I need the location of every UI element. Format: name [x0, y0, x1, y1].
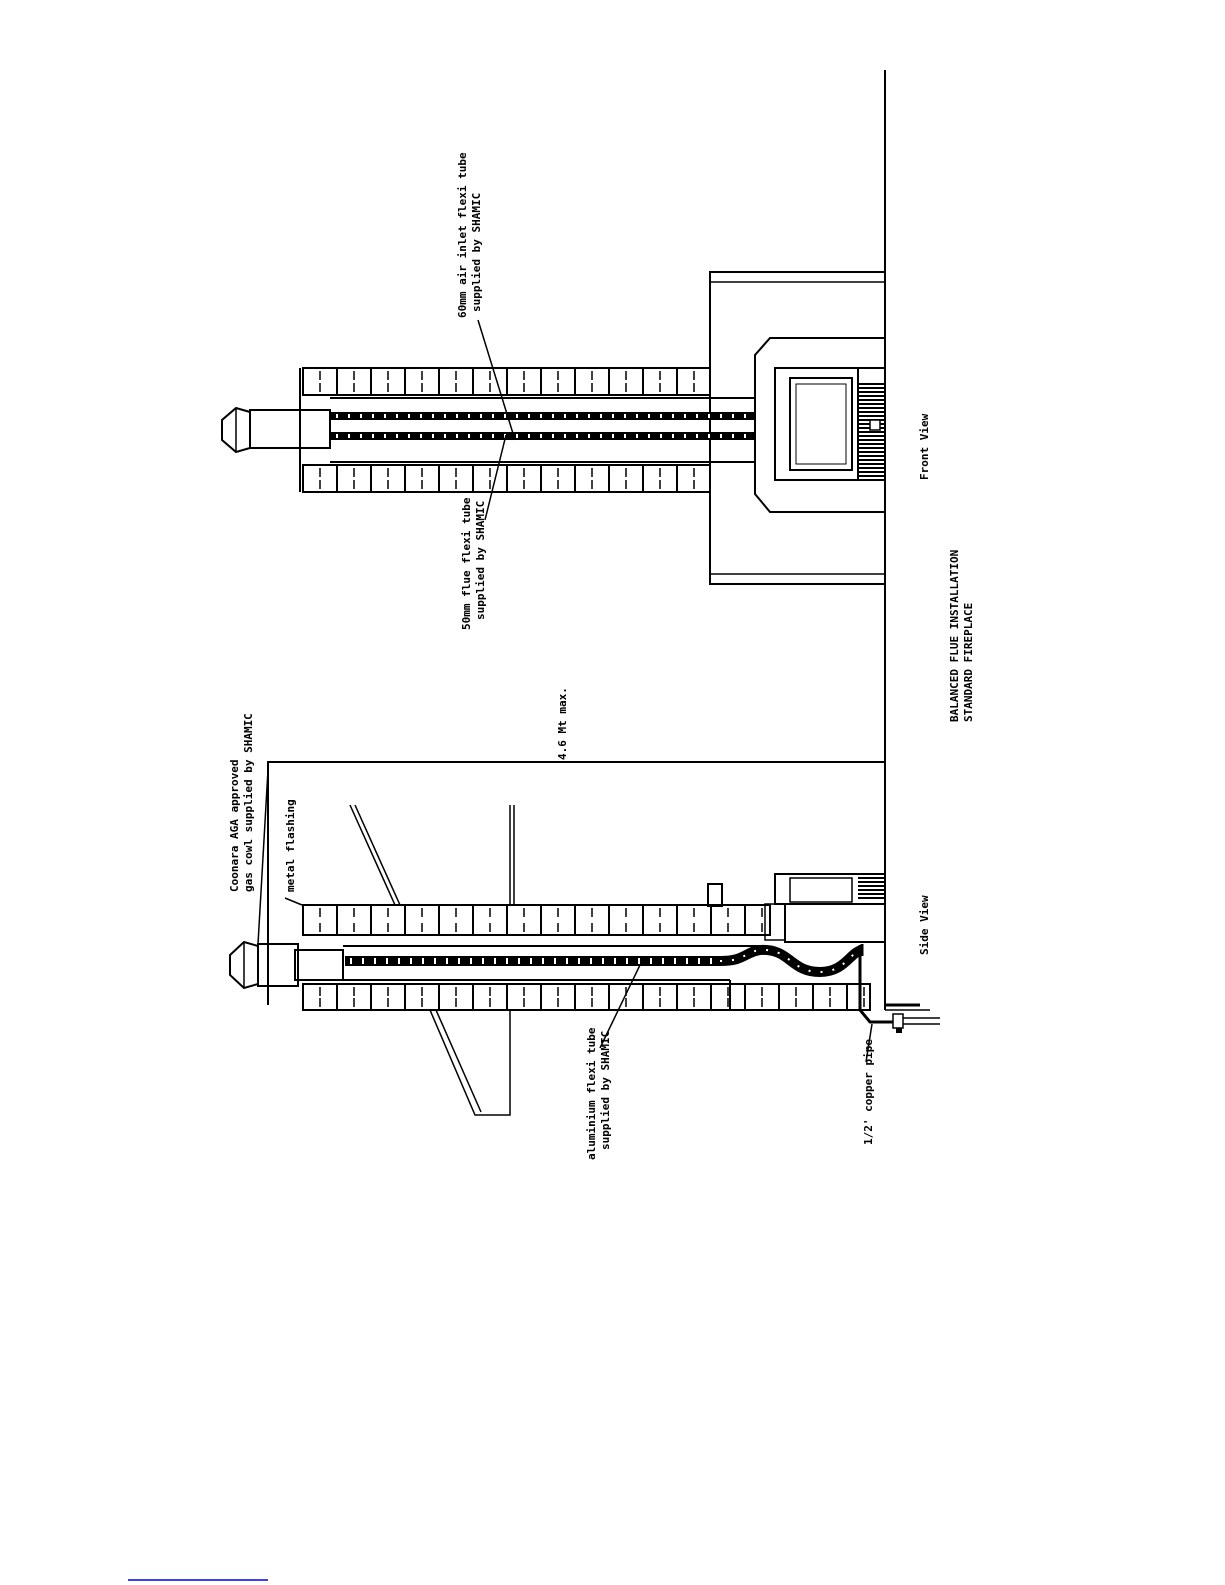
front-view-drawing — [222, 70, 885, 765]
front-flue-tubes — [330, 412, 755, 440]
copper-pipe-label: 1/2' copper pipe — [862, 1039, 875, 1145]
gas-cowl-front — [222, 408, 330, 452]
height-label: 4.6 Mt max. — [556, 687, 569, 760]
copper-pipe — [860, 945, 940, 1033]
fireplace-unit-front — [755, 338, 885, 512]
aluminium-label-line1: aluminium flexi tube — [585, 1027, 598, 1160]
cowl-label-line2: gas cowl supplied by SHAMIC — [242, 713, 255, 892]
inlet-label-line1: 60mm air inlet flexi tube — [456, 152, 469, 318]
title-line1: BALANCED FLUE INSTALLATION — [948, 550, 961, 722]
title-line2: STANDARD FIREPLACE — [962, 603, 975, 722]
flue-label-line2: supplied by SHAMIC — [474, 501, 487, 620]
cowl-label-line1: Coonara AGA approved — [228, 760, 241, 892]
side-view-label: Side View — [918, 895, 931, 955]
height-dimension — [268, 762, 885, 1005]
inlet-label-line2: supplied by SHAMIC — [470, 193, 483, 312]
leader-cowl — [258, 770, 268, 944]
front-view-label: Front View — [918, 413, 931, 480]
leader-flashing — [285, 898, 302, 905]
gas-cowl-side — [230, 942, 298, 988]
metal-flashing-label: metal flashing — [284, 799, 297, 892]
front-chimney-bricks — [303, 368, 755, 492]
flue-label-line1: 50mm flue flexi tube — [460, 497, 473, 630]
aluminium-label-line2: supplied by SHAMIC — [599, 1031, 612, 1150]
aluminium-flexi-tube — [345, 944, 862, 972]
